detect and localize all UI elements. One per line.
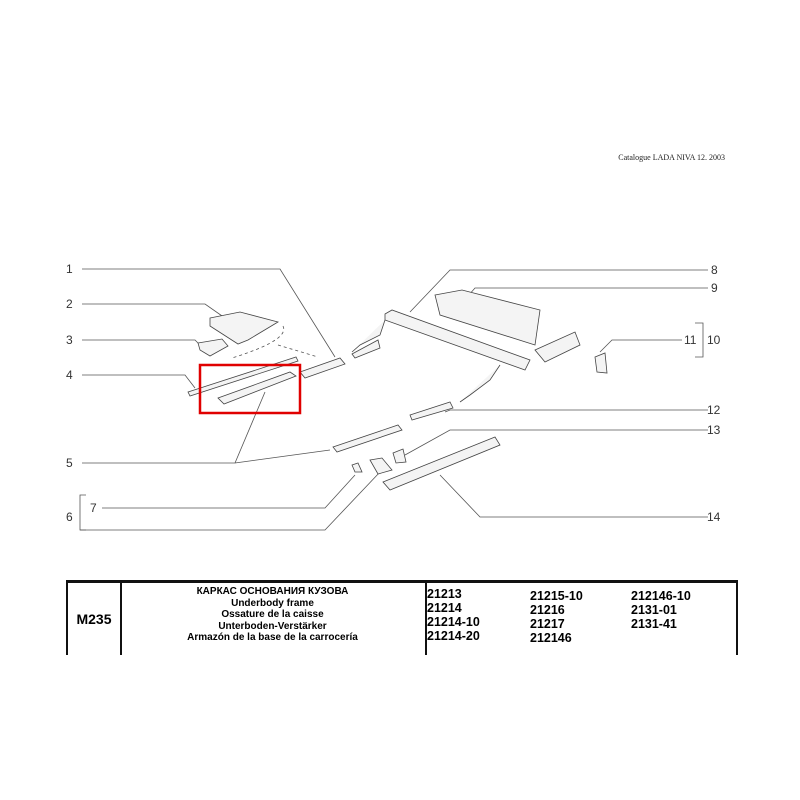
catalog-code: M235 (66, 583, 122, 655)
part-8-crossmember (384, 309, 531, 371)
model-list: 21213 21214 21214-10 21214-20 21215-10 2… (427, 583, 738, 655)
model: 21216 (530, 603, 565, 617)
title-de: Unterboden-Verstärker (218, 620, 327, 632)
callout-7: 7 (90, 501, 97, 515)
model: 21215-10 (530, 589, 583, 603)
part-4-rail (187, 356, 299, 397)
model: 2131-41 (631, 617, 677, 631)
part-10-bracket (534, 331, 581, 363)
model: 2131-01 (631, 603, 677, 617)
parts (187, 289, 608, 491)
part-5-sill (217, 371, 297, 405)
callout-lines (79, 268, 708, 531)
title-fr: Ossature de la caisse (221, 609, 324, 620)
part-5-sill-long (332, 424, 403, 453)
callout-2: 2 (66, 297, 73, 311)
part-3-bracket (197, 338, 229, 357)
part-2-floor-panel (209, 311, 280, 345)
info-table: M235 КАРКАС ОСНОВАНИЯ КУЗОВА Underbody f… (66, 580, 738, 655)
model: 212146-10 (631, 589, 691, 603)
part-6-bracket (369, 457, 393, 475)
model: 21214 (427, 601, 462, 615)
callout-12: 12 (707, 403, 721, 417)
callout-13: 13 (707, 423, 721, 437)
part-8-leg-left (351, 319, 386, 353)
model: 212146 (530, 631, 572, 645)
callout-4: 4 (66, 368, 73, 382)
model-column: 21213 21214 21214-10 21214-20 (427, 587, 480, 643)
title-ru: КАРКАС ОСНОВАНИЯ КУЗОВА (196, 586, 349, 597)
callout-1: 1 (66, 262, 73, 276)
title-block: КАРКАС ОСНОВАНИЯ КУЗОВА Underbody frame … (120, 583, 427, 655)
part-1-front (351, 339, 381, 359)
part-9-panel (434, 289, 541, 346)
model: 21217 (530, 617, 565, 631)
model-column: 21215-10 21216 21217 212146 (530, 589, 583, 645)
catalog-header: Catalogue LADA NIVA 12. 2003 (618, 153, 725, 162)
highlight-box (198, 363, 302, 415)
title-en: Underbody frame (231, 597, 314, 609)
callout-6: 6 (66, 510, 73, 524)
callout-3: 3 (66, 333, 73, 347)
callout-9: 9 (711, 281, 718, 295)
part-12-member (409, 401, 454, 421)
model-column: 212146-10 2131-01 2131-41 (631, 589, 691, 631)
part-8-leg-right (459, 364, 501, 403)
part-7-bracket (351, 462, 363, 473)
callout-10: 10 (707, 333, 721, 347)
model: 21214-20 (427, 629, 480, 643)
part-11-bracket (594, 352, 608, 374)
model: 21213 (427, 587, 462, 601)
callout-14: 14 (707, 510, 721, 524)
part-1-member (299, 357, 346, 379)
callout-5: 5 (66, 456, 73, 470)
title-es: Armazón de la base de la carrocería (187, 632, 358, 643)
part-13-bracket (392, 448, 407, 464)
callout-8: 8 (711, 263, 718, 277)
callout-11: 11 (684, 333, 697, 347)
part-14-sill (382, 436, 501, 491)
model: 21214-10 (427, 615, 480, 629)
